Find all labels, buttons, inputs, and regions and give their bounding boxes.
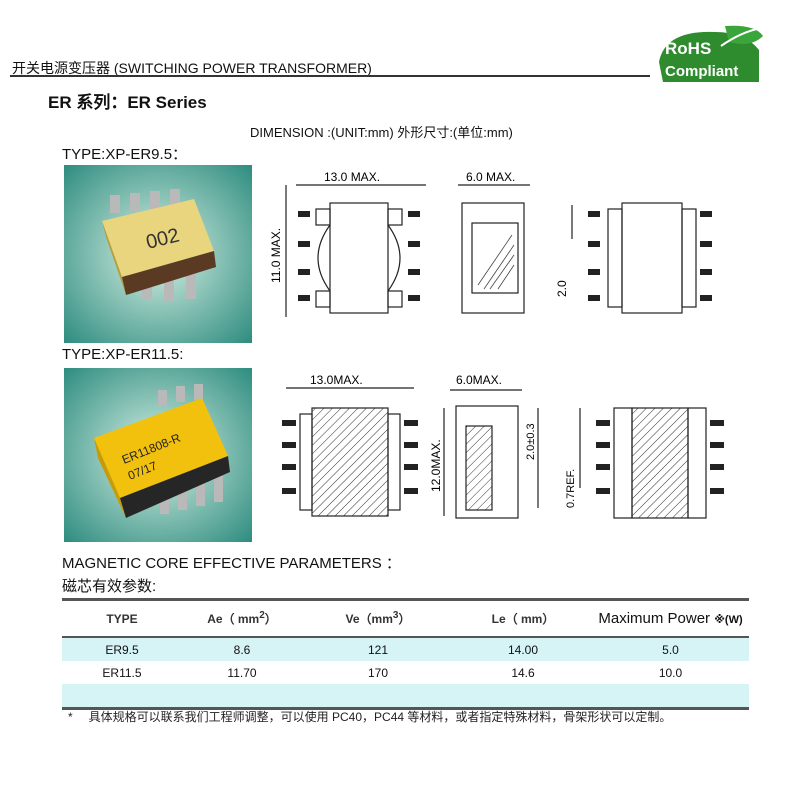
col-header-ae: Ae（ mm2）	[182, 598, 302, 638]
series-title: ER 系列：ER Series	[48, 93, 207, 112]
type-label-er9-5: TYPE:XP-ER9.5：	[62, 146, 188, 163]
col-header-power: Maximum Power ※(W)	[592, 598, 749, 638]
type-label-er11-5: TYPE:XP-ER11.5:	[62, 346, 184, 363]
cell-le: 14.6	[511, 665, 535, 680]
er11-5-product-photo: ER11808-R 07/17	[64, 368, 252, 542]
footnote-text: 具体规格可以联系我们工程师调整，可以使用 PC40，PC44 等材料，或者指定特…	[88, 710, 672, 724]
cell-type: ER9.5	[62, 637, 182, 661]
table-row: ER9.5 8.6 121 14.00 5.0	[62, 637, 749, 661]
er9-5-width-dim: 13.0 MAX.	[324, 170, 380, 184]
parameters-title-cn: 磁芯有效参数:	[62, 578, 157, 595]
parameters-table: TYPE Ae（ mm2） Ve（mm3） Le（ mm） Maximum Po…	[62, 598, 749, 710]
er11-5-width-dim: 13.0MAX.	[310, 373, 363, 387]
table-header-row: TYPE Ae（ mm2） Ve（mm3） Le（ mm） Maximum Po…	[62, 598, 749, 638]
er9-5-dimension-drawing: 13.0 MAX. 6.0 MAX. 11.0 MAX. 2.0	[269, 170, 712, 317]
table-row-empty	[62, 684, 749, 710]
er9-5-pitch-dim: 2.0	[555, 280, 569, 297]
er9-5-height-dim: 11.0 MAX.	[269, 228, 283, 283]
cell-le: 14.00	[454, 637, 592, 661]
er11-5-ref-dim: 0.7REF.	[565, 469, 577, 508]
cell-ae: 8.6	[182, 637, 302, 661]
cell-ae: 11.70	[227, 665, 257, 680]
cell-ve: 121	[302, 637, 454, 661]
table-row: ER11.5 11.70 170 14.6 10.0	[62, 661, 749, 684]
cell-power: 10.0	[658, 665, 683, 680]
er9-5-product-photo: 002	[64, 165, 252, 343]
rohs-compliant-logo: RoHS Compliant	[659, 25, 763, 82]
er9-5-depth-dim: 6.0 MAX.	[466, 170, 515, 184]
cell-ve: 170	[367, 665, 389, 680]
header-rule	[10, 75, 650, 77]
cell-power: 5.0	[592, 637, 749, 661]
dimension-label: DIMENSION :(UNIT:mm) 外形尺寸:(单位:mm)	[250, 125, 513, 140]
footnote: * 具体规格可以联系我们工程师调整，可以使用 PC40，PC44 等材料，或者指定…	[68, 708, 671, 725]
footnote-star: *	[68, 710, 73, 724]
col-header-le: Le（ mm）	[454, 598, 592, 638]
document-title: 开关电源变压器 (SWITCHING POWER TRANSFORMER)	[12, 60, 372, 76]
rohs-top-text: RoHS	[665, 39, 711, 58]
col-header-type: TYPE	[62, 598, 182, 638]
rohs-bottom-text: Compliant	[665, 63, 738, 80]
er11-5-depth-dim: 6.0MAX.	[456, 373, 502, 387]
parameters-title-en: MAGNETIC CORE EFFECTIVE PARAMETERS ：	[62, 555, 401, 572]
er11-5-height-dim: 12.0MAX.	[429, 439, 443, 492]
er11-5-pitch-dim: 2.0±0.3	[525, 423, 537, 460]
cell-type: ER11.5	[102, 665, 142, 680]
er11-5-dimension-drawing: 13.0MAX. 6.0MAX. 12.0MAX. 2.0±0.3 0.7REF…	[282, 373, 724, 519]
col-header-ve: Ve（mm3）	[302, 598, 454, 638]
